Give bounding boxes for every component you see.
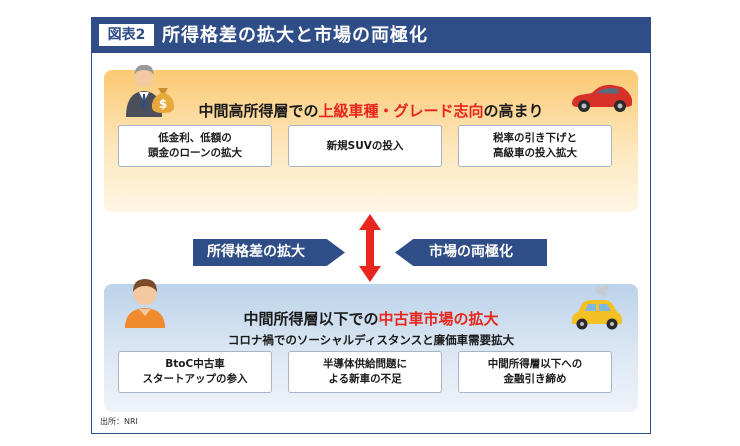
bottom-heading: 中間所得層以下での中古車市場の拡大	[92, 308, 650, 329]
market-polarization-label: 市場の両極化	[395, 239, 547, 266]
top-box-new-suv: 新規SUVの投入	[288, 125, 442, 167]
source-note: 出所：NRI	[100, 417, 138, 426]
sports-car-icon	[572, 84, 632, 112]
compact-car-icon	[572, 285, 622, 330]
top-heading-highlight: 上級車種・グレード志向	[318, 102, 484, 120]
top-heading: 中間高所得層での上級車種・グレード志向の高まり	[92, 100, 650, 121]
figure-title: 所得格差の拡大と市場の両極化	[162, 25, 428, 46]
top-heading-pre: 中間高所得層での	[198, 102, 319, 120]
bottom-box-chip-shortage: 半導体供給問題に よる新車の不足	[288, 351, 442, 393]
double-arrow-icon	[359, 214, 381, 282]
income-gap-label: 所得格差の拡大	[193, 239, 345, 266]
svg-text:$: $	[159, 97, 167, 111]
businessman-icon	[126, 64, 162, 117]
bottom-subheading: コロナ禍でのソーシャルディスタンスと廉価車需要拡大	[227, 333, 515, 347]
figure-tag: 図表2	[99, 24, 154, 46]
person-icon	[125, 279, 165, 328]
bottom-box-btoc-startups: BtoC中古車 スタートアップの参入	[118, 351, 272, 393]
money-bag-icon: $	[151, 88, 175, 113]
figure-frame: 図表2 所得格差の拡大と市場の両極化 $ 中間高所得層での上級車種・グレード志向…	[91, 17, 651, 434]
title-bar: 図表2 所得格差の拡大と市場の両極化	[92, 18, 650, 53]
bottom-heading-pre: 中間所得層以下での	[243, 310, 379, 328]
top-box-low-rate-loans: 低金利、低額の 頭金のローンの拡大	[118, 125, 272, 167]
bottom-heading-highlight: 中古車市場の拡大	[378, 310, 499, 328]
top-box-tax-cut: 税率の引き下げと 高級車の投入拡大	[458, 125, 612, 167]
bottom-box-credit-tightening: 中間所得層以下への 金融引き締め	[458, 351, 612, 393]
top-heading-post: の高まり	[483, 102, 544, 120]
